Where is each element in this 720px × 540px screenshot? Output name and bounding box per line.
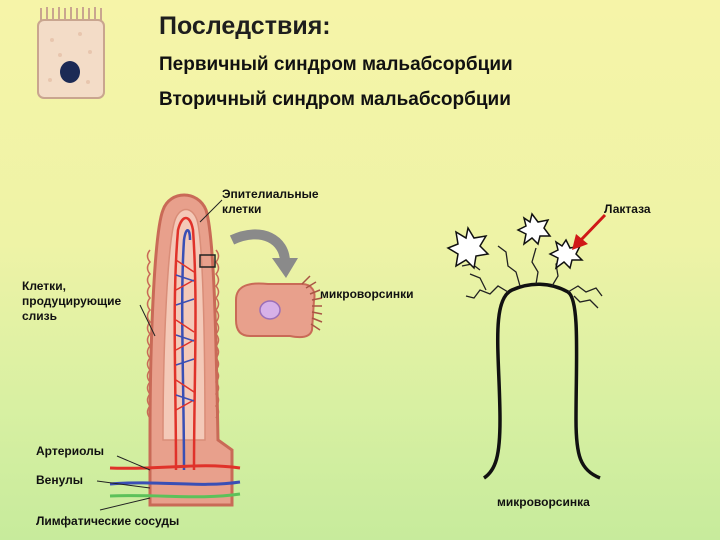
label-microvilli: микроворсинки xyxy=(320,287,414,301)
label-mucus-cells: Клетки, продуцирующие слизь xyxy=(22,279,121,324)
magnify-arrow-icon xyxy=(229,229,298,278)
enlarged-cell-illustration xyxy=(235,275,323,339)
label-arterioles: Артериолы xyxy=(36,444,104,458)
page-title: Последствия: xyxy=(159,12,331,40)
label-epithelial-line2: клетки xyxy=(222,202,262,216)
microvillus-outline xyxy=(446,212,603,480)
lactase-arrow-icon xyxy=(572,213,607,250)
label-epithelial-cells: Эпителиальные клетки xyxy=(222,187,319,217)
label-epithelial-line1: Эпителиальные xyxy=(222,187,319,201)
label-venules: Венулы xyxy=(36,473,83,487)
label-mucus-line2: продуцирующие xyxy=(22,294,122,308)
label-lymphatic-vessels: Лимфатические сосуды xyxy=(36,514,180,528)
secondary-malabsorption-text: Вторичный синдром мальабсорбции xyxy=(159,89,511,110)
villus-illustration xyxy=(109,193,241,507)
label-microvillus: микроворсинка xyxy=(497,495,590,509)
label-mucus-line1: Клетки, xyxy=(22,279,66,293)
leader-lines xyxy=(96,199,223,511)
primary-malabsorption-text: Первичный синдром мальабсорбции xyxy=(159,54,513,75)
label-mucus-line3: слизь xyxy=(22,309,58,323)
epithelial-cell-icon xyxy=(37,7,105,99)
label-lactase: Лактаза xyxy=(604,202,651,216)
